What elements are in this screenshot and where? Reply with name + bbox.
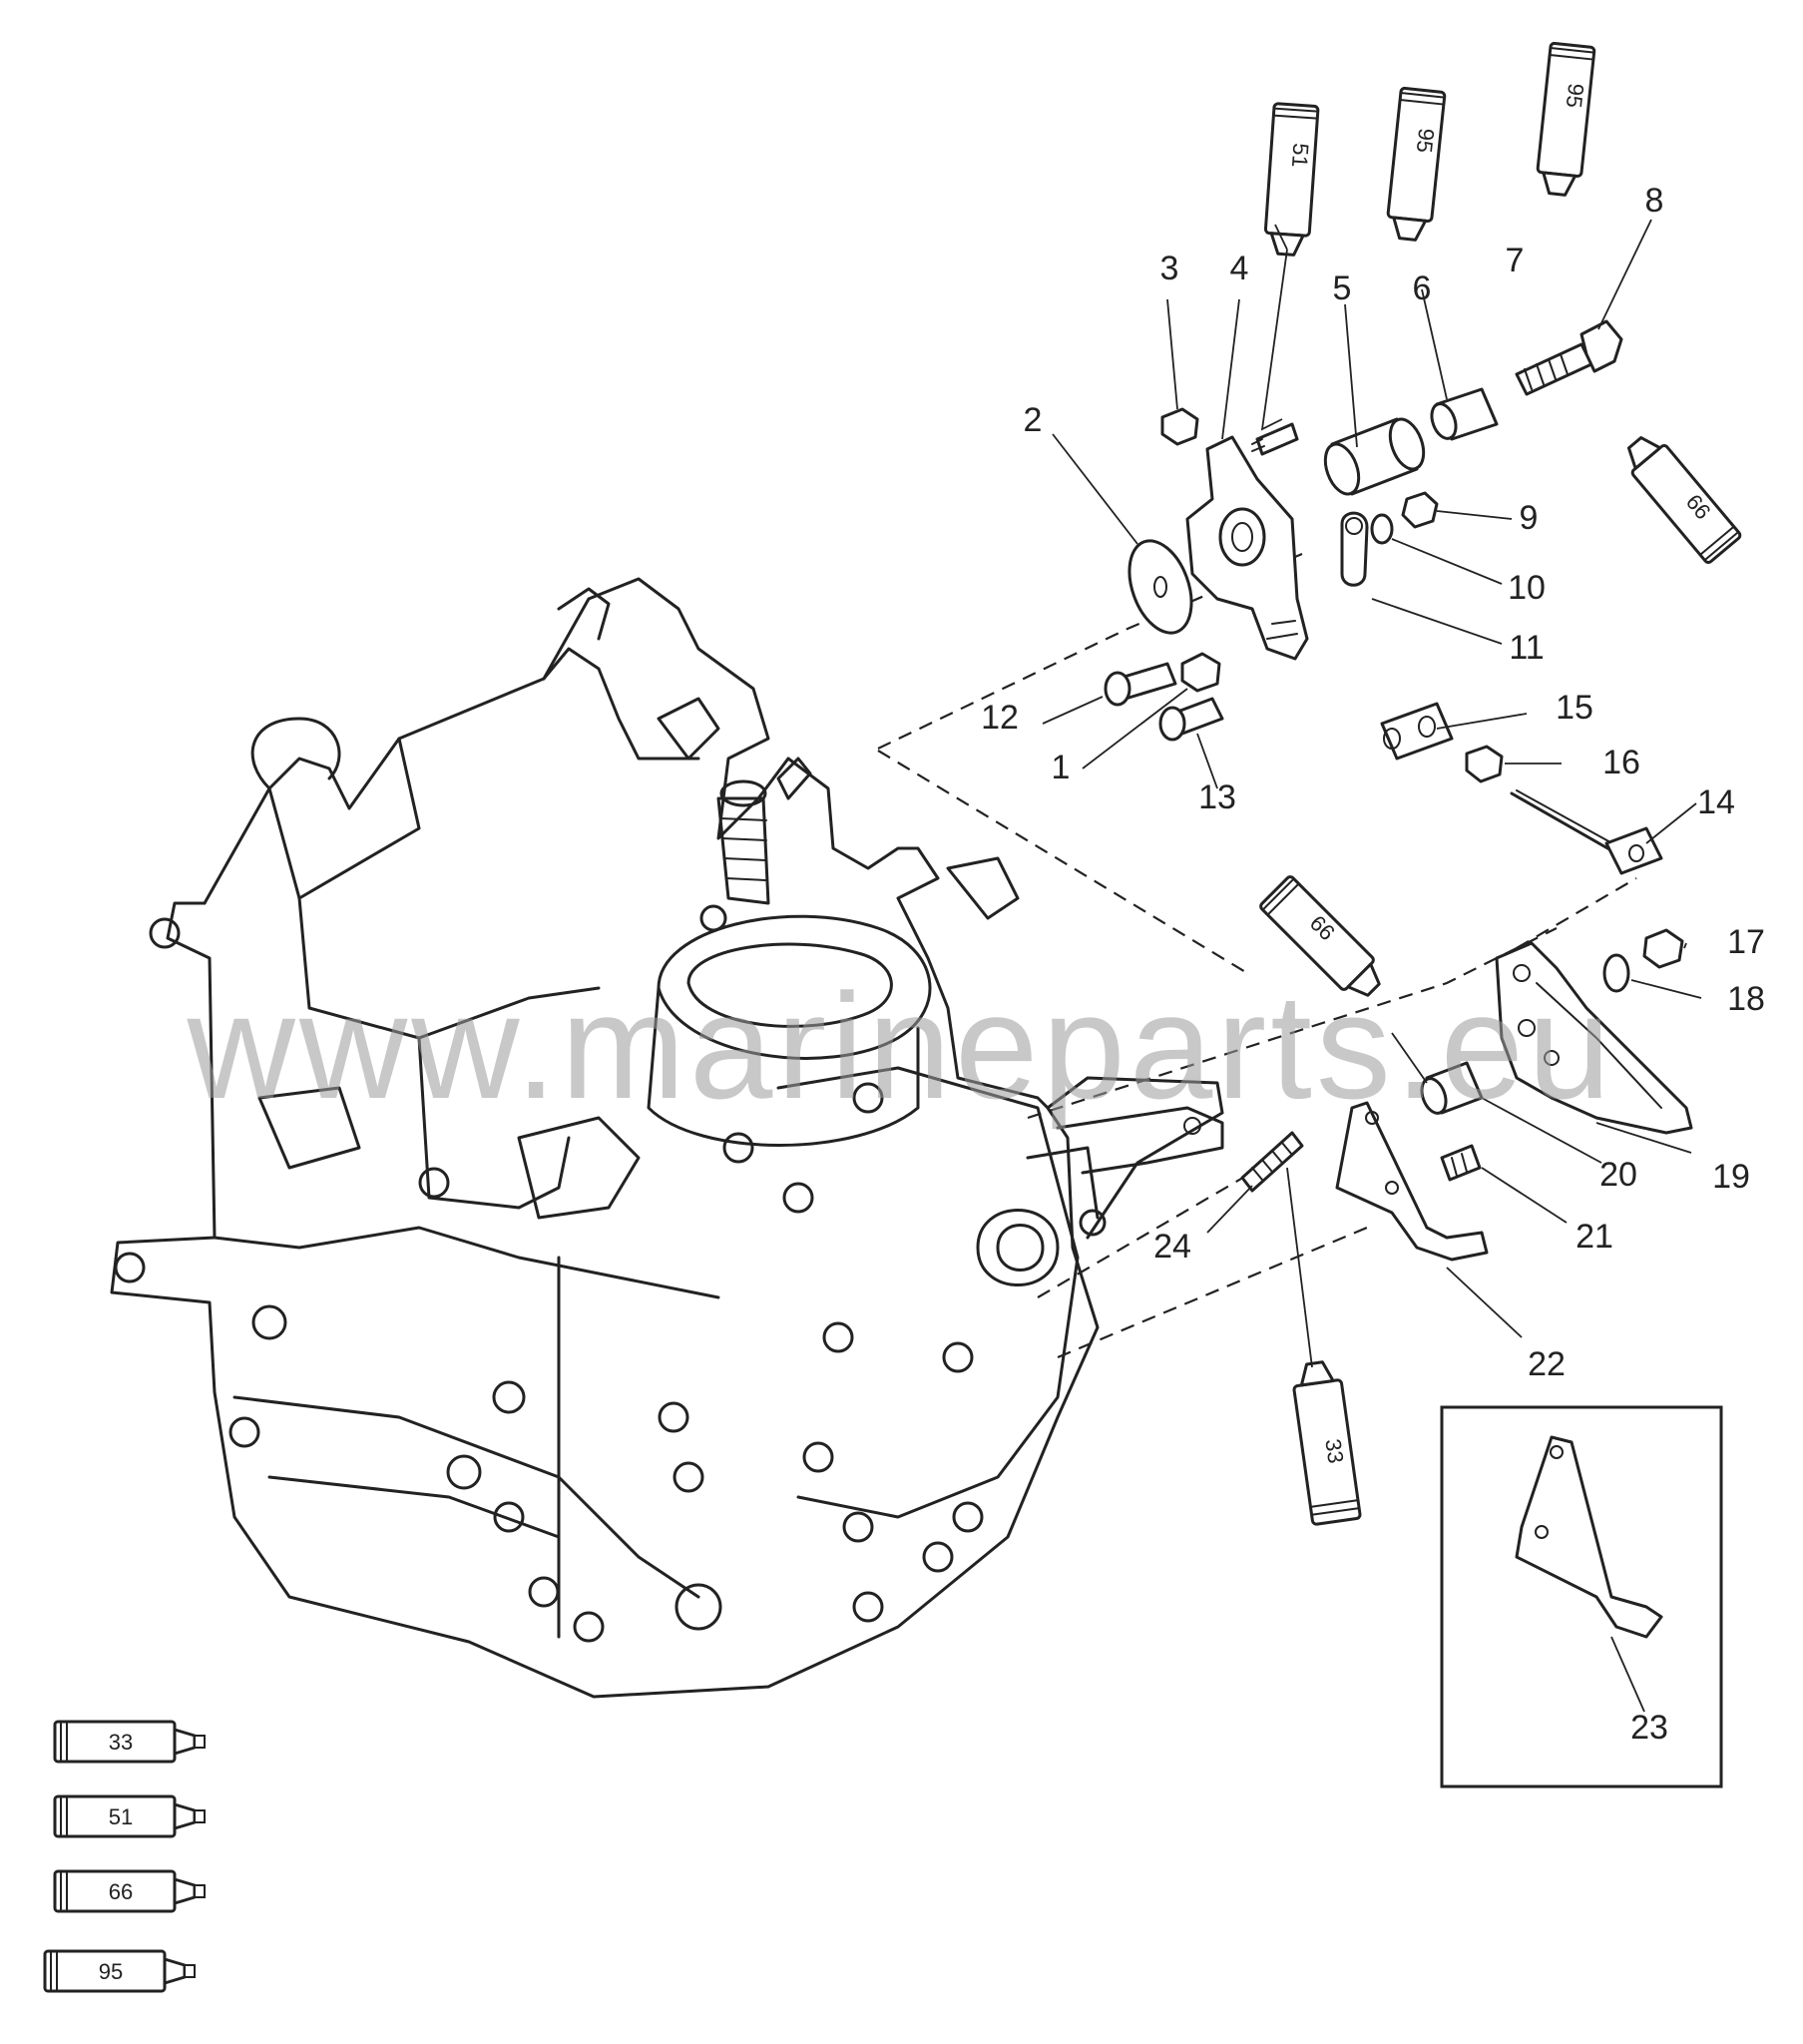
callout-20: 20 [1599, 1156, 1637, 1194]
legend-tube-66: 66 [53, 1869, 206, 1913]
part-6-bushing [1323, 417, 1426, 496]
tube-95-b: 95 [1536, 41, 1596, 197]
callout-1: 1 [1052, 749, 1071, 786]
callout-14: 14 [1697, 783, 1735, 821]
callout-2: 2 [1024, 401, 1043, 439]
tube-33: 33 [1292, 1360, 1362, 1526]
callout-18: 18 [1727, 980, 1765, 1018]
assembly-lines [877, 552, 1637, 1359]
inset-box [1440, 1405, 1723, 1788]
legend-tube-51: 51 [53, 1794, 206, 1838]
tube-66-a: 66 [1626, 436, 1742, 564]
tube-51: 51 [1263, 102, 1320, 256]
part-18-washer [1602, 953, 1630, 993]
part-14-link-rod [1510, 789, 1663, 875]
engine-bosses [114, 904, 1107, 1643]
callout-11: 11 [1509, 629, 1544, 667]
legend-95-label: 95 [99, 1959, 123, 1984]
callout-numbers: 1 2 3 4 5 6 7 8 9 10 11 12 13 14 15 16 1… [981, 182, 1765, 1747]
tube-33-label: 33 [1320, 1437, 1348, 1465]
sealant-legend: 33 51 66 95 [43, 1720, 206, 1993]
legend-33-label: 33 [109, 1730, 133, 1755]
callout-24: 24 [1153, 1228, 1191, 1266]
part-15-link-block [1380, 702, 1454, 761]
legend-66-label: 66 [109, 1879, 133, 1904]
callout-21: 21 [1576, 1218, 1613, 1256]
tube-95a-label: 95 [1412, 127, 1439, 154]
part-5-screw [1251, 422, 1299, 456]
part-19-cam-plate [1495, 941, 1693, 1135]
callout-7: 7 [1506, 242, 1525, 279]
callout-23: 23 [1630, 1709, 1668, 1747]
tube-95-a: 95 [1386, 86, 1447, 242]
callout-3: 3 [1160, 250, 1179, 287]
tube-95b-label: 95 [1562, 82, 1588, 109]
callout-17: 17 [1727, 923, 1765, 961]
part-7-sleeve [1430, 387, 1499, 441]
callout-9: 9 [1520, 499, 1539, 537]
leader-lines [1042, 219, 1702, 1368]
callout-10: 10 [1508, 569, 1546, 607]
callout-15: 15 [1556, 689, 1593, 727]
part-13-screw [1158, 697, 1224, 742]
legend-tube-33: 33 [53, 1720, 206, 1764]
part-24-stud [1240, 1131, 1304, 1193]
part-16-nut [1465, 745, 1504, 783]
callout-19: 19 [1712, 1158, 1750, 1196]
part-4-lever [1185, 435, 1309, 661]
part-10-washer [1370, 513, 1394, 545]
callout-12: 12 [981, 699, 1019, 737]
part-8-bolt [1515, 319, 1623, 396]
legend-tube-95: 95 [43, 1949, 196, 1993]
callout-8: 8 [1645, 182, 1664, 220]
part-1-nut [1180, 652, 1221, 693]
part-11-ball-joint [1340, 511, 1369, 587]
callout-4: 4 [1230, 250, 1249, 287]
callout-16: 16 [1602, 744, 1640, 781]
part-3-nut [1160, 407, 1199, 446]
part-22-bracket [1335, 1101, 1489, 1262]
legend-51-label: 51 [109, 1804, 133, 1829]
watermark-text: www.marineparts.eu [187, 962, 1615, 1130]
part-17-nut [1642, 928, 1684, 969]
callout-13: 13 [1198, 778, 1236, 816]
engine-block [110, 577, 1224, 1699]
tube-51-label: 51 [1287, 142, 1314, 168]
tube-66-b: 66 [1259, 875, 1381, 997]
part-2-washer [1127, 539, 1193, 635]
callout-22: 22 [1528, 1345, 1566, 1383]
part-9-nut [1401, 491, 1439, 529]
parts-group [1104, 319, 1693, 1262]
part-21-screw [1440, 1144, 1482, 1182]
callout-5: 5 [1333, 269, 1352, 307]
part-12-screw [1104, 662, 1177, 707]
callout-6: 6 [1413, 269, 1432, 307]
